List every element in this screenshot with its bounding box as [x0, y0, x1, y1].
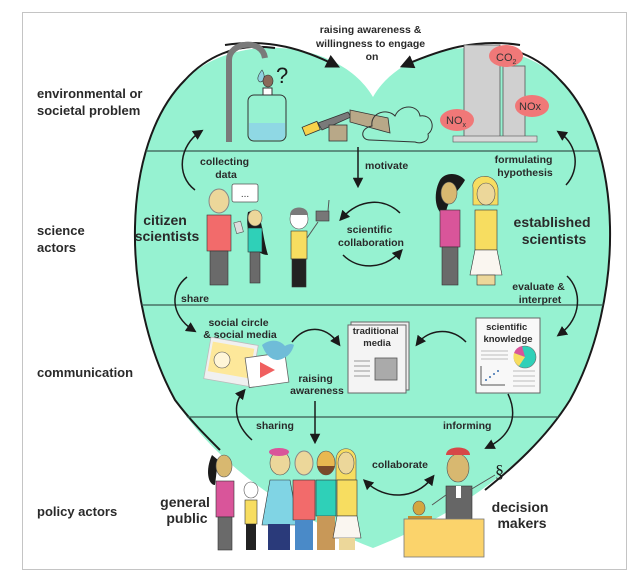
row-label-problem: environmental or societal problem [37, 86, 146, 118]
tree-stump-icon [328, 109, 391, 142]
label-social-media: social circle & social media [203, 317, 277, 341]
top-caption: raising awareness & willingness to engag… [315, 24, 428, 63]
scientific-knowledge-document-icon [475, 317, 541, 394]
label-established-scientists: established scientists [514, 214, 595, 247]
arrow-share [174, 276, 197, 333]
nox-cloud-left: NOx [440, 109, 474, 131]
svg-text:...: ... [241, 189, 249, 200]
row-dividers [134, 150, 611, 418]
arrow-collaboration-bottom [342, 248, 403, 267]
label-share: share [181, 293, 209, 305]
label-collaborate: collaborate [372, 459, 428, 471]
row-label-policy: policy actors [37, 504, 117, 519]
traditional-media-newspaper-icon [347, 321, 410, 394]
citizen-scientist-adult [206, 188, 232, 286]
speech-bubble: ... [231, 183, 259, 203]
chainsaw-icon [301, 111, 352, 137]
row-label-communication: communication [37, 365, 133, 380]
label-formulating-hypothesis: formulating hypothesis [495, 154, 556, 179]
citizen-scientist-boy [289, 199, 330, 288]
label-motivate: motivate [365, 160, 408, 172]
label-traditional-media: traditional media [353, 326, 402, 349]
label-collecting-data: collecting data [200, 156, 252, 181]
co2-cloud: CO2 [489, 45, 523, 67]
smog-cloud-icon [362, 106, 433, 144]
question-mark: ? [276, 63, 288, 88]
twitter-bird-icon [262, 340, 294, 360]
nox-cloud-right: NOx [515, 95, 549, 117]
judge-desk [403, 518, 485, 558]
arrow-sharing [234, 388, 253, 441]
arrow-evaluate-interpret [556, 275, 579, 337]
label-scientific-collaboration: scientific collaboration [338, 224, 404, 249]
row-label-science: science actors [37, 223, 88, 255]
water-bottle-icon [247, 87, 287, 142]
label-decision-makers: decision makers [492, 499, 553, 531]
arrow-formulating-hypothesis [556, 130, 576, 186]
label-general-public: general public [160, 494, 214, 526]
label-evaluate-interpret: evaluate & interpret [512, 281, 567, 306]
established-scientist-1 [435, 174, 465, 286]
heart-outline-left [134, 45, 276, 451]
svg-text:NOx: NOx [519, 101, 542, 113]
general-public-group [208, 448, 362, 551]
arrow-informing [484, 393, 514, 449]
citizen-scientist-girl [233, 209, 268, 284]
social-media-photo-icon [203, 336, 259, 388]
arrow-collaboration-top [339, 201, 401, 222]
svg-text:CO2: CO2 [496, 52, 517, 66]
faucet-icon [226, 41, 274, 142]
label-raising-awareness: raising awareness [290, 373, 344, 397]
label-sharing: sharing [256, 420, 294, 432]
svg-text:NOx: NOx [446, 115, 467, 129]
label-scientific-knowledge: scientific knowledge [483, 322, 532, 345]
figure-frame [22, 12, 627, 570]
arrow-collaborate [362, 474, 435, 496]
heart-shape [134, 47, 611, 548]
heart-outline-right [469, 45, 611, 491]
established-scientist-2 [469, 176, 503, 286]
paragraph-sign: § [495, 461, 504, 481]
arrow-collecting-data [181, 129, 204, 191]
arrow-scientific-to-traditional [415, 330, 467, 347]
gavel-icon [408, 500, 432, 519]
video-play-icon [244, 351, 290, 389]
label-informing: informing [443, 420, 491, 432]
arrow-awareness-right [399, 41, 521, 69]
arrow-social-to-traditional [291, 328, 341, 347]
label-citizen-scientists: citizen scientists [135, 212, 200, 244]
